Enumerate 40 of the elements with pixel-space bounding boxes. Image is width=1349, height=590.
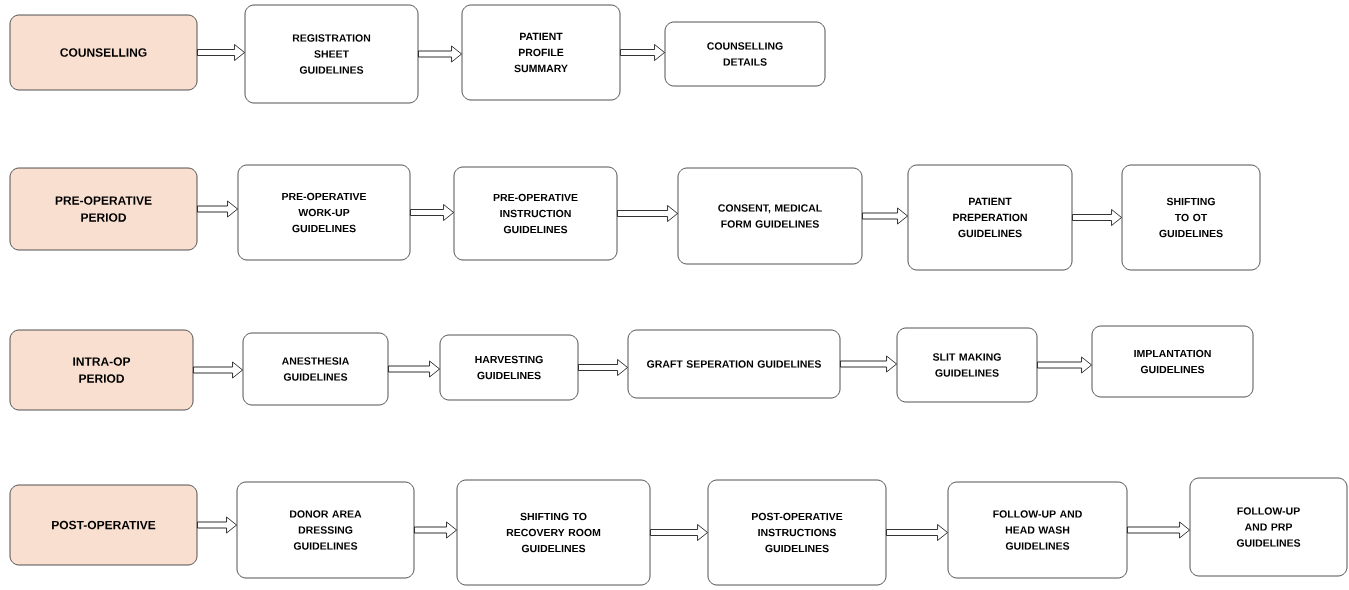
process-box: FOLLOW-UP AND PRP GUIDELINES: [1189, 477, 1348, 577]
arrow: [197, 44, 245, 61]
process-box: ANESTHESIA GUIDELINES: [242, 332, 389, 406]
process-box: PRE-OPERATIVE INSTRUCTION GUIDELINES: [453, 166, 618, 261]
process-box: HARVESTING GUIDELINES: [439, 334, 579, 401]
arrow: [840, 355, 897, 373]
process-box: PRE-OPERATIVE WORK-UP GUIDELINES: [237, 164, 411, 261]
process-box: REGISTRATION SHEET GUIDELINES: [244, 4, 419, 104]
stage-box: COUNSELLING: [9, 14, 198, 91]
stage-box: INTRA-OP PERIOD: [9, 329, 194, 411]
process-box: SHIFTING TO RECOVERY ROOM GUIDELINES: [456, 479, 651, 586]
arrow: [1072, 209, 1122, 226]
process-box: PATIENT PREPERATION GUIDELINES: [907, 164, 1073, 271]
process-box: FOLLOW-UP AND HEAD WASH GUIDELINES: [947, 481, 1128, 579]
arrow: [410, 204, 454, 221]
arrow: [197, 200, 238, 218]
process-box: CONSENT, MEDICAL FORM GUIDELINES: [677, 167, 863, 265]
arrow: [617, 205, 678, 222]
process-box: GRAFT SEPERATION GUIDELINES: [627, 329, 841, 399]
process-box: IMPLANTATION GUIDELINES: [1091, 325, 1254, 398]
arrow: [418, 45, 462, 63]
stage-box: POST-OPERATIVE: [9, 484, 198, 566]
arrow: [1037, 356, 1092, 374]
process-box: DONOR AREA DRESSING GUIDELINES: [236, 481, 415, 579]
arrow: [414, 521, 457, 539]
arrow: [650, 524, 708, 541]
process-box: SHIFTING TO OT GUIDELINES: [1121, 164, 1261, 271]
arrow: [1127, 521, 1190, 539]
arrow: [388, 360, 440, 378]
arrow: [886, 524, 948, 541]
process-box: PATIENT PROFILE SUMMARY: [461, 4, 621, 101]
arrow: [193, 361, 243, 379]
process-box: SLIT MAKING GUIDELINES: [896, 327, 1038, 403]
arrow: [862, 207, 908, 225]
process-box: POST-OPERATIVE INSTRUCTIONS GUIDELINES: [707, 479, 887, 586]
stage-box: PRE-OPERATIVE PERIOD: [9, 167, 198, 251]
arrow: [197, 516, 237, 534]
arrow: [578, 359, 628, 376]
arrow: [620, 44, 665, 61]
process-box: COUNSELLING DETAILS: [664, 21, 826, 87]
